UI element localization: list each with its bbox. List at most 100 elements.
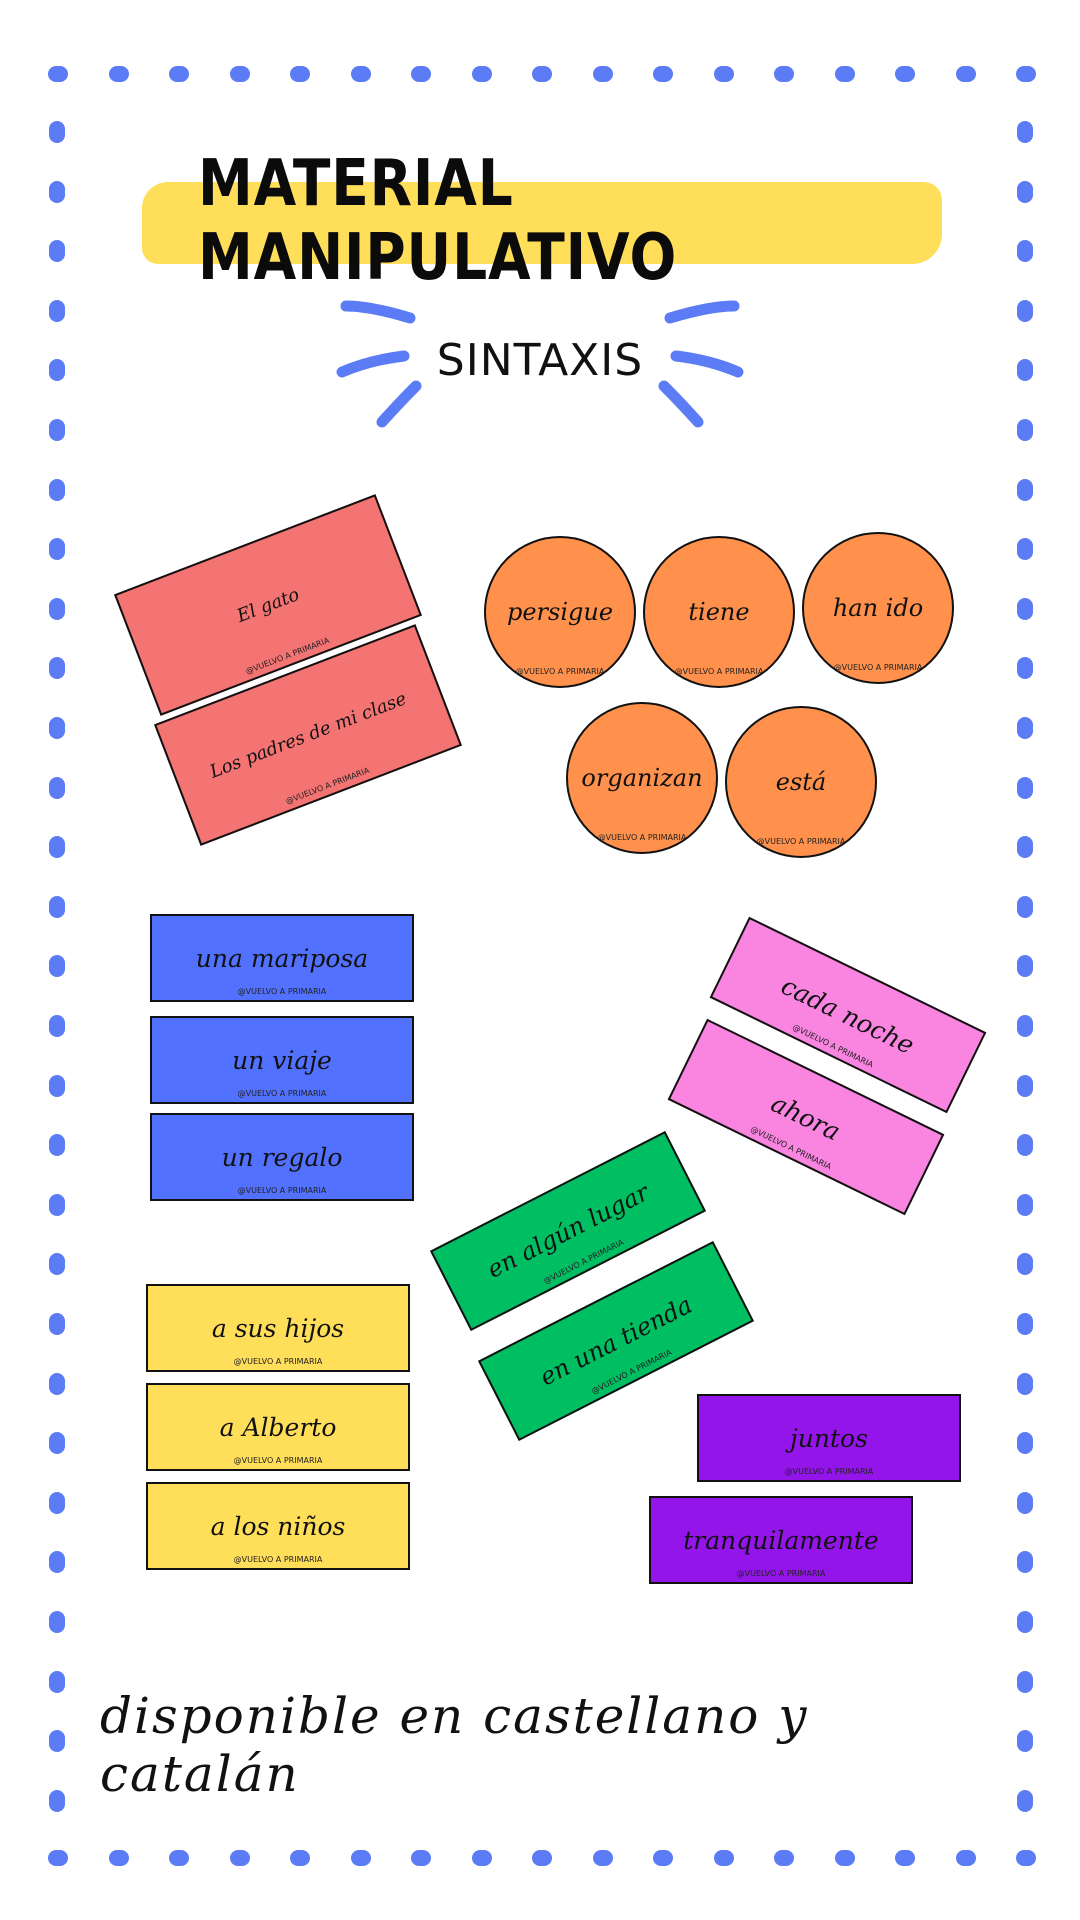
border-dot: [1017, 121, 1033, 143]
border-dot: [1017, 1134, 1033, 1157]
border-dot: [774, 1850, 794, 1866]
border-dot: [1017, 1074, 1033, 1097]
border-dot: [1017, 1670, 1033, 1693]
border-dot: [49, 299, 65, 322]
border-dot: [713, 1850, 734, 1866]
card-label: organizan: [581, 764, 703, 792]
border-dot: [49, 180, 65, 203]
border-dot: [1017, 240, 1033, 263]
burst-stroke: [658, 380, 704, 428]
card-label: está: [775, 768, 827, 796]
card-label: un viaje: [232, 1045, 332, 1075]
border-dot: [169, 66, 189, 82]
card-watermark: @VUELVO A PRIMARIA: [233, 1456, 323, 1465]
circle-orange: organizan @VUELVO A PRIMARIA: [566, 702, 718, 854]
card-blue: una mariposa @VUELVO A PRIMARIA: [150, 914, 414, 1002]
border-dot: [108, 1850, 129, 1866]
card-purple: tranquilamente @VUELVO A PRIMARIA: [649, 1496, 913, 1584]
card-watermark: @VUELVO A PRIMARIA: [674, 667, 764, 676]
border-dot: [229, 66, 250, 82]
border-dot: [49, 955, 65, 978]
border-dot: [1017, 478, 1033, 501]
border-dot: [49, 478, 65, 501]
border-dot: [49, 1134, 65, 1157]
border-dot: [834, 1850, 855, 1866]
border-dot: [1017, 1253, 1033, 1276]
card-watermark: @VUELVO A PRIMARIA: [233, 1555, 323, 1564]
card-blue: un regalo @VUELVO A PRIMARIA: [150, 1113, 414, 1201]
border-dot: [49, 1670, 65, 1693]
border-dot: [49, 1730, 65, 1753]
border-dot: [49, 657, 65, 680]
card-label: cada noche: [777, 970, 919, 1060]
burst-stroke: [336, 350, 410, 378]
border-dot: [49, 240, 65, 263]
card-label: tiene: [688, 598, 750, 626]
card-watermark: @VUELVO A PRIMARIA: [784, 1467, 874, 1476]
border-dot: [471, 66, 492, 82]
border-dot: [49, 1253, 65, 1276]
border-dot: [411, 1850, 431, 1866]
border-dot: [1017, 359, 1033, 382]
border-dot: [713, 66, 734, 82]
border-dot: [1017, 1015, 1033, 1037]
border-dot: [592, 1850, 613, 1866]
card-watermark: @VUELVO A PRIMARIA: [237, 1186, 327, 1195]
card-label: una mariposa: [195, 943, 369, 973]
border-dot: [1017, 1551, 1033, 1574]
border-dot: [49, 597, 65, 620]
border-dot: [1017, 1730, 1033, 1753]
page-subtitle: SINTAXIS: [436, 334, 644, 386]
card-watermark: @VUELVO A PRIMARIA: [597, 833, 687, 842]
card-watermark: @VUELVO A PRIMARIA: [284, 765, 371, 806]
border-dot: [48, 1850, 68, 1866]
border-dot: [955, 1850, 976, 1866]
border-dot: [169, 1850, 189, 1866]
card-watermark: @VUELVO A PRIMARIA: [833, 663, 923, 672]
border-dot: [1017, 955, 1033, 978]
border-dot: [1017, 180, 1033, 203]
circle-orange: han ido @VUELVO A PRIMARIA: [802, 532, 954, 684]
card-label: juntos: [790, 1423, 868, 1453]
border-dot: [49, 1491, 65, 1514]
card-watermark: @VUELVO A PRIMARIA: [237, 987, 327, 996]
card-label: tranquilamente: [683, 1525, 879, 1555]
border-dot: [49, 895, 65, 918]
border-dot: [49, 776, 65, 799]
border-dot: [49, 1551, 65, 1574]
border-dot: [1017, 895, 1033, 918]
border-dot: [1017, 717, 1033, 739]
card-yellow: a Alberto @VUELVO A PRIMARIA: [146, 1383, 410, 1471]
border-dot: [1017, 299, 1033, 322]
border-dot: [1017, 1372, 1033, 1395]
border-dot: [49, 1015, 65, 1037]
card-yellow: a los niños @VUELVO A PRIMARIA: [146, 1482, 410, 1570]
border-dot: [592, 66, 613, 82]
border-dot: [1017, 538, 1033, 561]
page-title: MATERIAL MANIPULATIVO: [198, 147, 678, 295]
border-dot: [1017, 1611, 1033, 1633]
card-label: a sus hijos: [211, 1313, 345, 1343]
border-dot: [471, 1850, 492, 1866]
border-dot: [49, 1611, 65, 1633]
border-dot: [49, 1372, 65, 1395]
border-dot: [49, 1789, 65, 1812]
card-label: a los niños: [210, 1511, 346, 1541]
border-dot: [49, 1313, 65, 1335]
card-label: El gato: [233, 583, 303, 627]
border-dot: [1016, 1850, 1036, 1866]
circle-orange: está @VUELVO A PRIMARIA: [725, 706, 877, 858]
burst-stroke: [664, 300, 740, 324]
card-watermark: @VUELVO A PRIMARIA: [756, 837, 846, 846]
burst-decoration: [336, 300, 744, 428]
border-dot: [49, 1193, 65, 1216]
card-watermark: @VUELVO A PRIMARIA: [233, 1357, 323, 1366]
border-dot: [1017, 776, 1033, 799]
border-dot: [895, 1850, 915, 1866]
border-dot: [1017, 419, 1033, 441]
border-dot: [49, 538, 65, 561]
footer-text: disponible en castellano y catalán: [100, 1687, 809, 1803]
card-label: a Alberto: [219, 1412, 337, 1442]
circle-orange: persigue @VUELVO A PRIMARIA: [484, 536, 636, 688]
border-dot: [1017, 1432, 1033, 1455]
